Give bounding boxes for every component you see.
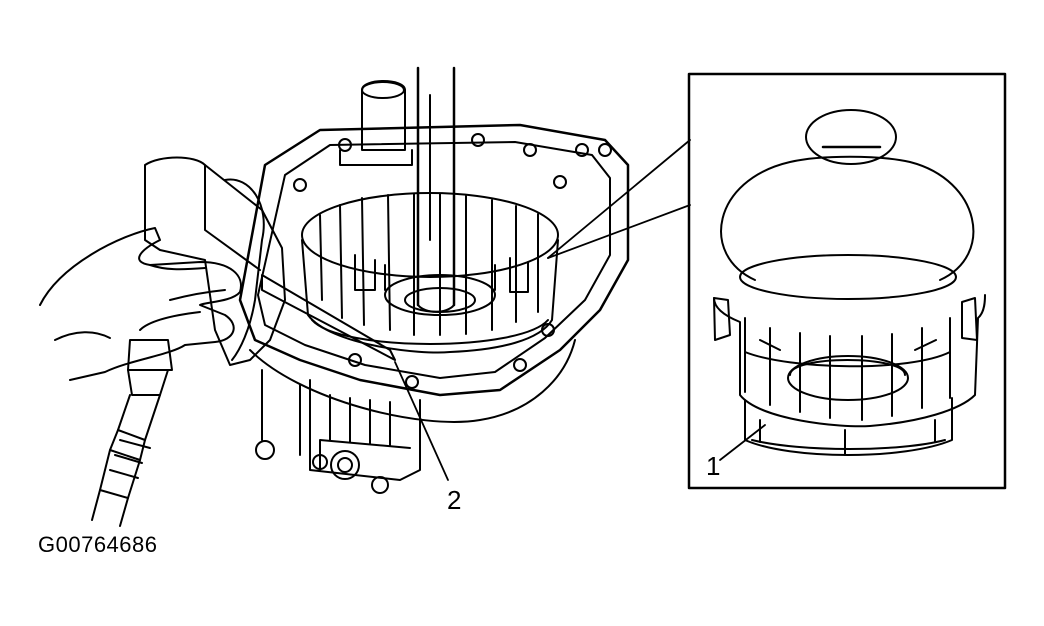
callout-1-label: 1: [706, 451, 721, 481]
callout-2-leader: [394, 361, 449, 481]
hand-icon: [39, 227, 242, 381]
callout-2-label: 2: [447, 485, 462, 515]
air-gun-icon: [91, 156, 396, 527]
callout-1-leader: [719, 424, 766, 461]
input-shaft: [339, 66, 456, 313]
detail-clutch-assembly: [713, 109, 986, 456]
transmission-case: [238, 123, 630, 494]
detail-inset-frame: [687, 72, 1007, 490]
magnification-lines: [547, 139, 691, 259]
figure-identifier: G00764686: [38, 532, 158, 557]
